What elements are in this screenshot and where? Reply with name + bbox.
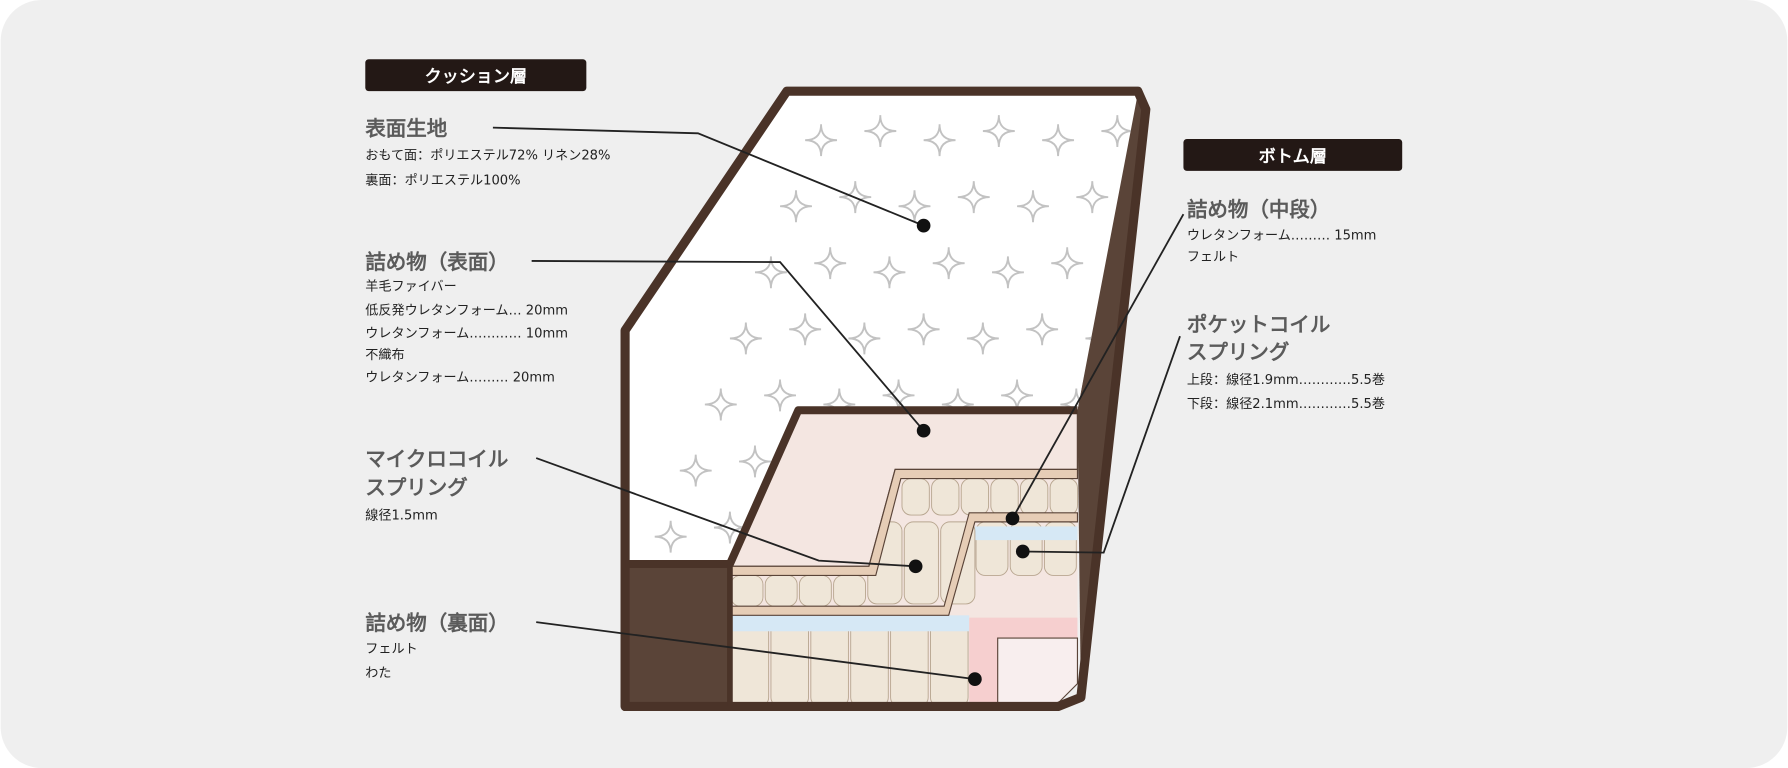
quilt-star-icon (1042, 124, 1075, 157)
quilt-star-icon (1017, 190, 1049, 223)
coil-spring (990, 478, 1019, 516)
coil-spring (890, 619, 929, 707)
quilt-star-icon (1101, 115, 1134, 148)
fill-back-title: 詰め物（裏面） (365, 611, 508, 635)
cushion-layer-labels: クッション層 表面生地 おもて面：ポリエステル72% リネン28% 裏面：ポリエ… (365, 59, 610, 681)
surface-fabric-detail: おもて面：ポリエステル72% リネン28% (365, 148, 610, 164)
pocket-coil-detail: 下段：線径2.1mm…………5.5巻 (1187, 396, 1385, 412)
fill-back-detail: わた (365, 665, 391, 681)
coil-spring (764, 574, 798, 607)
mattress-outline (620, 86, 1151, 712)
fill-top-detail: ウレタンフォーム………… 10mm (365, 325, 568, 341)
quilt-star-icon (864, 115, 897, 148)
quilt-star-icon (1076, 181, 1109, 214)
fill-top-detail: ウレタンフォーム……… 20mm (365, 370, 555, 386)
cut-edge-outline (625, 406, 1078, 569)
bottom-layer-tag (1183, 139, 1403, 171)
mattress-illustration (620, 86, 1151, 712)
fill-mid-detail: フェルト (1187, 250, 1239, 265)
quilt-star-icon (848, 322, 881, 355)
coil-spring (1049, 478, 1078, 516)
quilt-star-icon (932, 247, 965, 280)
pocket-coil-title: ポケットコイル (1187, 313, 1330, 337)
quilt-star-icon (839, 181, 872, 214)
fill-back-detail: フェルト (365, 642, 417, 657)
fill-mid-title: 詰め物（中段） (1187, 197, 1330, 221)
fill-top-detail: 羊毛ファイバー (365, 279, 456, 295)
coil-spring (833, 574, 866, 607)
marker-dot (908, 559, 923, 574)
quilt-star-icon (780, 190, 812, 223)
quilted-top-surface (625, 91, 1138, 565)
marker-dot (968, 672, 982, 686)
quilt-star-icon (679, 454, 712, 487)
coil-spring (931, 478, 960, 516)
spring-band (729, 615, 970, 632)
quilt-star-icon (907, 313, 940, 346)
surface-fabric-detail: 裏面：ポリエステル100% (365, 173, 520, 189)
fill-top-detail: 低反発ウレタンフォーム… 20mm (365, 302, 568, 318)
micro-coil-title: スプリング (365, 476, 468, 500)
coil-spring (730, 574, 764, 607)
bottom-layer-labels: ボトム層 詰め物（中段） ウレタンフォーム……… 15mm フェルト ポケットコ… (1183, 139, 1403, 412)
cushion-layer-tag-text: クッション層 (425, 67, 527, 87)
quilt-star-icon (805, 124, 838, 157)
marker-dot (916, 218, 931, 233)
coil-spring (960, 478, 990, 516)
spring-band (974, 526, 1078, 541)
coil-spring (810, 619, 849, 707)
quilt-star-icon (966, 322, 999, 355)
pocket-coil-detail: 上段：線径1.9mm…………5.5巻 (1187, 372, 1385, 388)
quilt-star-icon (814, 247, 847, 280)
coil-spring (901, 478, 930, 516)
quilt-star-icon (789, 313, 822, 346)
marker-dot (1015, 544, 1030, 559)
fill-mid-detail: ウレタンフォーム……… 15mm (1187, 227, 1377, 243)
marker-dot (1005, 511, 1020, 526)
quilt-star-icon (729, 322, 762, 355)
micro-coil-title: マイクロコイル (365, 447, 508, 471)
fill-top-title: 詰め物（表面） (365, 250, 508, 274)
fill-top-detail: 不織布 (365, 347, 404, 363)
quilt-star-icon (704, 388, 737, 421)
quilt-star-icon (1051, 247, 1084, 280)
quilt-star-icon (1026, 313, 1059, 346)
coil-spring (798, 574, 832, 607)
coil-spring (930, 619, 969, 707)
felt-layer-middle (729, 512, 1079, 616)
coil-spring (730, 619, 770, 707)
pocket-coil-title: スプリング (1187, 340, 1290, 364)
coil-spring (770, 619, 809, 707)
cushion-layer-tag (365, 59, 587, 92)
quilt-star-icon (739, 445, 771, 478)
leader-lines (492, 126, 1185, 686)
quilt-star-icon (957, 181, 990, 214)
bottom-white-layer (997, 637, 1079, 708)
quilt-star-icon (764, 379, 797, 412)
felt-layer-upper (729, 468, 1079, 576)
marker-dot (916, 423, 931, 438)
quilt-star-icon (982, 115, 1015, 148)
quilt-star-icon (654, 520, 687, 553)
bottom-layer-tag-text: ボトム層 (1259, 147, 1327, 167)
quilt-star-icon (923, 124, 956, 157)
surface-fabric-title: 表面生地 (365, 117, 447, 141)
micro-coil-detail: 線径1.5mm (365, 508, 438, 524)
